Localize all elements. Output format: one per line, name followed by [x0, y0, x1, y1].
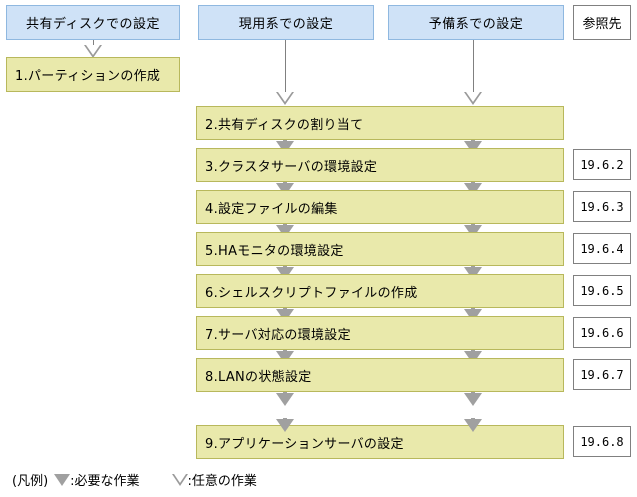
hollow-down-triangle-icon: [276, 92, 294, 105]
reference-box-3: 19.6.2: [573, 149, 631, 180]
task-box-1: 1.パーティションの作成: [6, 57, 180, 92]
column-header-standby-system: 予備系での設定: [388, 5, 564, 40]
task-box-4: 4.設定ファイルの編集: [196, 190, 564, 224]
legend-title: (凡例): [12, 473, 49, 489]
filled-down-triangle-icon: [464, 393, 482, 406]
legend: (凡例) :必要な作業 :任意の作業: [12, 468, 263, 490]
column-header-reference: 参照先: [573, 5, 631, 40]
task-box-3: 3.クラスタサーバの環境設定: [196, 148, 564, 182]
task-box-9: 9.アプリケーションサーバの設定: [196, 425, 564, 459]
connector-standby-header-to-task2: [473, 40, 474, 93]
column-header-shared-disk: 共有ディスクでの設定: [6, 5, 180, 40]
legend-optional-label: :任意の作業: [187, 473, 257, 489]
hollow-down-triangle-icon: [171, 474, 188, 486]
reference-box-8: 19.6.7: [573, 359, 631, 390]
filled-down-triangle-icon: [464, 419, 482, 432]
reference-box-6: 19.6.5: [573, 275, 631, 306]
column-header-active-system: 現用系での設定: [198, 5, 374, 40]
task-box-8: 8.LANの状態設定: [196, 358, 564, 392]
connector-active-header-to-task2: [285, 40, 286, 93]
reference-box-5: 19.6.4: [573, 233, 631, 264]
reference-box-9: 19.6.8: [573, 426, 631, 457]
hollow-down-triangle-icon: [84, 45, 102, 58]
task-box-6: 6.シェルスクリプトファイルの作成: [196, 274, 564, 308]
filled-down-triangle-icon: [276, 393, 294, 406]
task-box-5: 5.HAモニタの環境設定: [196, 232, 564, 266]
reference-box-7: 19.6.6: [573, 317, 631, 348]
filled-down-triangle-icon: [54, 474, 71, 486]
legend-required-label: :必要な作業: [70, 473, 140, 489]
filled-down-triangle-icon: [276, 419, 294, 432]
task-box-7: 7.サーバ対応の環境設定: [196, 316, 564, 350]
hollow-down-triangle-icon: [464, 92, 482, 105]
reference-box-4: 19.6.3: [573, 191, 631, 222]
task-box-2: 2.共有ディスクの割り当て: [196, 106, 564, 140]
